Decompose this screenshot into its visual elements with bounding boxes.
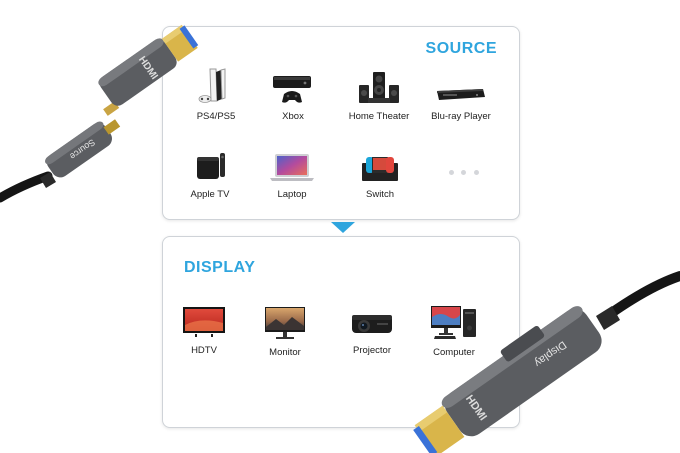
down-arrow-icon — [331, 222, 355, 233]
display-item-label: Projector — [352, 345, 391, 356]
bluray-player-icon — [437, 89, 485, 100]
display-item-label: Computer — [433, 347, 475, 358]
dot — [449, 170, 454, 175]
source-item-ps4-ps5: PS4/PS5 — [176, 67, 256, 122]
home-theater-icon — [359, 72, 399, 103]
display-item-label: HDTV — [191, 345, 217, 356]
source-item-label: Blu-ray Player — [431, 111, 491, 122]
xbox-console-icon — [273, 76, 311, 103]
source-connector-text: Source — [68, 137, 97, 162]
display-item-monitor: Monitor — [245, 305, 325, 358]
apple-tv-icon — [197, 153, 225, 179]
source-item-bluray: Blu-ray Player — [421, 85, 501, 122]
source-item-home-theater: Home Theater — [339, 71, 419, 122]
source-item-label: Apple TV — [190, 189, 230, 200]
display-item-projector: Projector — [332, 309, 412, 356]
display-item-hdtv: HDTV — [164, 305, 244, 356]
source-item-label: PS4/PS5 — [196, 111, 236, 122]
source-item-label: Xbox — [282, 111, 304, 122]
display-connector-text: Display — [532, 338, 569, 369]
dot — [461, 170, 467, 175]
dot — [473, 170, 479, 175]
projector-icon — [352, 315, 392, 333]
laptop-icon — [270, 154, 314, 181]
source-item-laptop: Laptop — [252, 151, 332, 200]
source-item-switch: Switch — [340, 151, 420, 200]
monitor-icon — [265, 307, 305, 339]
source-title: SOURCE — [425, 40, 497, 57]
switch-console-icon — [362, 157, 398, 181]
source-panel: SOURCE PS4/PS5 Xbox — [162, 26, 520, 220]
source-connector: Source — [45, 119, 121, 178]
display-panel: DISPLAY HDTV — [162, 236, 520, 428]
source-item-label: Laptop — [277, 189, 307, 200]
more-devices-indicator — [449, 162, 479, 180]
source-item-label: Home Theater — [348, 111, 410, 122]
display-item-computer: Computer — [414, 303, 494, 358]
source-item-apple-tv: Apple TV — [170, 149, 250, 200]
display-title: DISPLAY — [184, 259, 256, 276]
display-item-label: Monitor — [269, 347, 301, 358]
hdmi-logo-top: HDMI — [136, 55, 160, 82]
game-console-icon — [198, 68, 226, 103]
tv-icon — [183, 307, 225, 337]
source-item-label: Switch — [366, 189, 394, 200]
computer-icon — [431, 306, 476, 339]
micro-connector — [103, 101, 120, 116]
source-item-xbox: Xbox — [253, 72, 333, 122]
